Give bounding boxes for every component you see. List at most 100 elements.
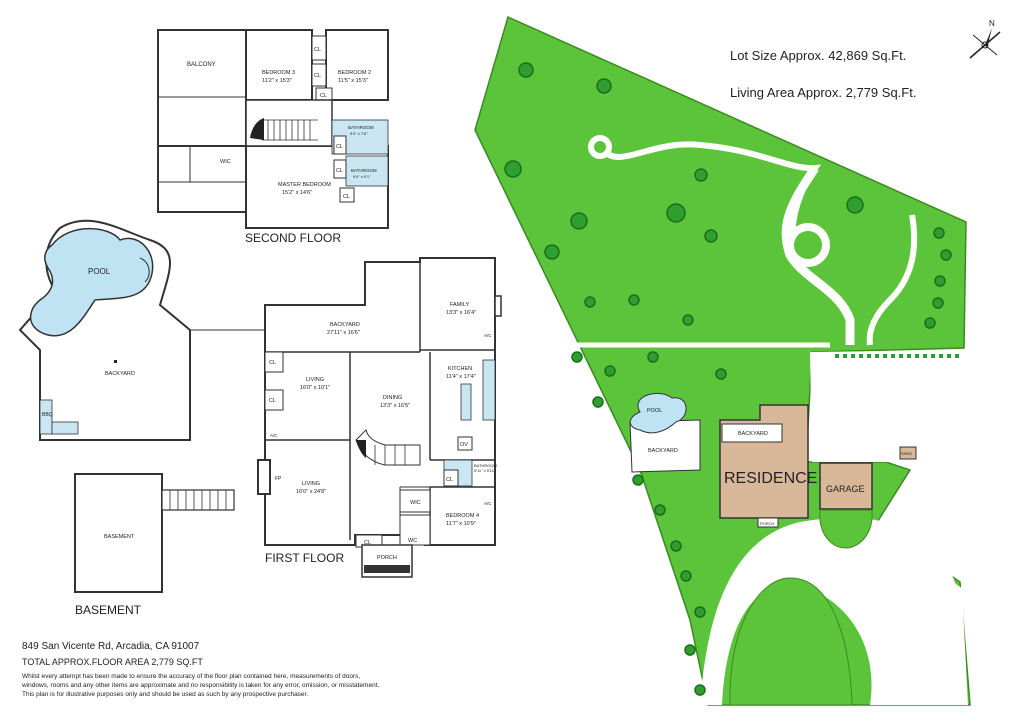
closet-label: CL xyxy=(364,540,371,546)
master-bedroom-label: MASTER BEDROOM xyxy=(278,182,331,188)
fireplace-icon xyxy=(257,459,271,495)
living-area-text: Living Area Approx. 2,779 Sq.Ft. xyxy=(730,85,917,100)
tree xyxy=(571,351,583,363)
bedroom2-dim: 11'5" x 15'3" xyxy=(338,78,368,84)
residence-backyard-label: BACKYARD xyxy=(738,431,768,437)
closet-label: CL xyxy=(314,47,321,53)
master-bedroom-dim: 15'2" x 14'6" xyxy=(282,190,312,196)
basement-room xyxy=(74,473,163,593)
tree xyxy=(694,606,706,618)
bedroom3-room xyxy=(245,29,313,101)
closet xyxy=(443,469,459,487)
tree xyxy=(680,570,692,582)
bathroom1-label: BATHROOM xyxy=(348,125,374,130)
dining-dim: 13'3" x 16'5" xyxy=(380,403,410,409)
bedroom3-dim: 11'2" x 15'3" xyxy=(262,78,292,84)
balcony-label: BALCONY xyxy=(187,62,216,68)
closet xyxy=(333,159,347,179)
tree xyxy=(518,62,534,78)
bbq-counter xyxy=(51,421,79,435)
tree xyxy=(632,474,644,486)
wc-label: WC xyxy=(408,538,417,544)
second-floor-stairs xyxy=(262,119,318,141)
bbq-counter xyxy=(39,399,53,435)
tree xyxy=(940,249,952,261)
bathroom2-label: BATHROOM xyxy=(351,168,377,173)
wc-room xyxy=(399,514,431,546)
ac-label: A/C xyxy=(270,433,278,438)
address-text: 849 San Vicente Rd, Arcadia, CA 91007 xyxy=(22,641,200,652)
closet-label: CL xyxy=(320,93,327,99)
bedroom2-label: BEDROOM 2 xyxy=(338,70,371,76)
closet xyxy=(311,35,327,61)
closet xyxy=(339,187,355,203)
garage-lawn xyxy=(819,509,873,549)
tree xyxy=(670,540,682,552)
closet-label: CL xyxy=(269,398,276,404)
basement-title: BASEMENT xyxy=(75,603,142,617)
tree xyxy=(694,684,706,696)
first-floor-outline xyxy=(264,257,496,546)
backyard2-label: BACKYARD xyxy=(330,322,360,328)
path-circle-inner xyxy=(594,141,606,153)
drive-circle xyxy=(786,223,830,267)
disclaimer-line-1: Whilst every attempt has been made to en… xyxy=(22,673,361,680)
side-path xyxy=(866,214,918,346)
backyard2-dim: 27'11" x 16'6" xyxy=(327,330,360,336)
site-plan: POOL BACKYARD BACKYARD RESIDENCE PORCH G… xyxy=(474,15,971,706)
closet-label: CL xyxy=(336,144,343,150)
living1-label: LIVING xyxy=(306,377,324,383)
residence-label: RESIDENCE xyxy=(724,470,817,487)
closet xyxy=(399,489,431,513)
family-dim: 13'3" x 16'4" xyxy=(446,310,476,316)
bedroom4-label: BEDROOM 4 xyxy=(446,513,479,519)
pool-label: POOL xyxy=(88,267,111,276)
closet xyxy=(264,351,284,373)
wic-room xyxy=(157,145,247,213)
basement-room-label: BASEMENT xyxy=(104,534,135,540)
driveway xyxy=(700,517,962,705)
tree xyxy=(934,275,946,287)
oven-icon xyxy=(457,436,473,451)
tree xyxy=(570,212,588,230)
closet xyxy=(333,135,347,155)
fireplace-label: FP xyxy=(275,476,282,482)
total-area-text: TOTAL APPROX.FLOOR AREA 2,779 SQ.FT xyxy=(22,657,203,667)
fireplace-icon xyxy=(494,295,502,317)
tree xyxy=(592,396,604,408)
first-floor-plan: BBQ POOL BACKYARD FP xyxy=(18,219,502,578)
site-porch xyxy=(757,517,779,528)
bedroom2-room xyxy=(325,29,389,101)
site-backyard-label: BACKYARD xyxy=(648,448,678,454)
closet-label: CL xyxy=(446,477,453,483)
compass: N xyxy=(969,19,1001,59)
tree xyxy=(544,244,560,260)
closet xyxy=(311,63,327,87)
tree xyxy=(694,168,708,182)
shed-building xyxy=(899,446,917,460)
residence-backyard-area xyxy=(721,423,783,443)
living2-label: LIVING xyxy=(302,481,320,487)
disclaimer-line-2: windows, rooms and any other items are a… xyxy=(22,682,380,689)
tree xyxy=(846,196,864,214)
closet xyxy=(264,389,284,411)
site-pool-label: POOL xyxy=(647,408,662,414)
closet-label: CL xyxy=(269,360,276,366)
bedroom3-label: BEDROOM 3 xyxy=(262,70,295,76)
garage-building xyxy=(819,462,873,510)
kitchen-counter xyxy=(482,359,496,421)
tree xyxy=(504,160,522,178)
living1-dim: 16'0" x 10'1" xyxy=(300,385,330,391)
oven-label: OV xyxy=(460,442,468,448)
tree xyxy=(654,504,666,516)
second-floor-plan: BALCONY BEDROOM 3 11'2" x 15'3" BEDROOM … xyxy=(157,29,389,245)
driveway-lawn xyxy=(729,577,853,706)
tree xyxy=(684,644,696,656)
tree xyxy=(647,351,659,363)
ac-label: A/C xyxy=(484,333,492,338)
tree xyxy=(628,294,640,306)
kitchen-label: KITCHEN xyxy=(448,366,472,372)
first-porch-label: PORCH xyxy=(377,555,397,561)
balcony-room xyxy=(157,29,247,147)
